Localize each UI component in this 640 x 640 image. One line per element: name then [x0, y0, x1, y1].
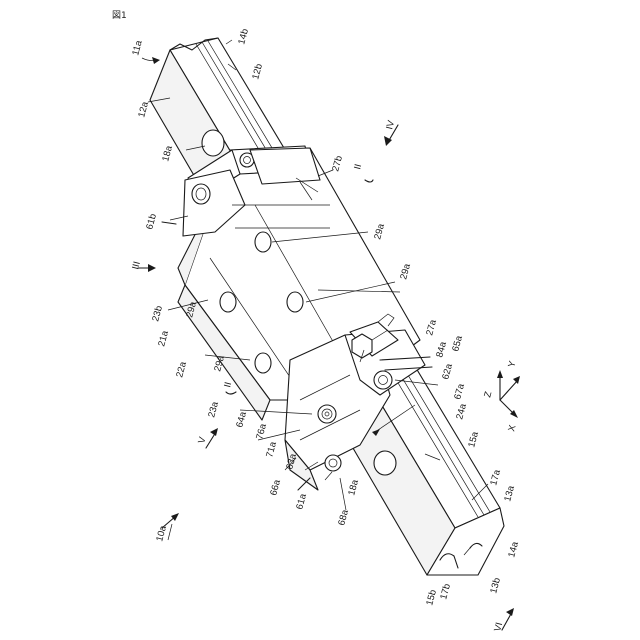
label-27a: 27a [424, 318, 439, 337]
label-61b: 61b [144, 213, 159, 231]
label-67a: 67a [452, 382, 467, 401]
label-64a: 64a [234, 410, 249, 429]
figure-title: 図1 [112, 10, 127, 21]
rail-mounting-hole [202, 130, 224, 156]
label-68a: 68a [336, 508, 351, 527]
label-Y: Y [506, 359, 518, 369]
label-17a: 17a [488, 468, 503, 487]
label-V: V [196, 435, 208, 445]
label-27b: 27b [330, 155, 345, 173]
label-29a-2: 29a [398, 262, 413, 281]
label-22a: 22a [174, 360, 189, 379]
bolt-head-icon [325, 455, 341, 471]
arrowhead-icon [152, 57, 160, 64]
label-23b: 23b [150, 305, 165, 323]
label-65a: 65a [450, 334, 465, 353]
end-plate-27b [250, 148, 320, 184]
reference-arrow-61b [162, 222, 176, 224]
label-66a: 66a [268, 478, 283, 497]
label-13a: 13a [502, 484, 517, 503]
view-arrow-II-top-icon [365, 180, 373, 182]
arrowhead-icon [497, 370, 503, 378]
seal-bolt-hole [192, 184, 210, 204]
label-II-bottom: II [222, 381, 234, 389]
label-61a: 61a [294, 492, 309, 511]
tap-hole-29a [220, 292, 236, 312]
tap-hole-29a [255, 232, 271, 252]
label-VI: VI [492, 621, 505, 633]
label-71a: 71a [264, 440, 279, 459]
tap-hole-29a [255, 353, 271, 373]
arrowhead-icon [148, 264, 156, 272]
axis-y-icon [500, 380, 518, 400]
view-arrow-II-bottom-icon [226, 392, 236, 394]
label-Z: Z [482, 390, 494, 399]
tap-hole-29a [287, 292, 303, 312]
arrowhead-icon [513, 376, 520, 384]
label-11a: 11a [130, 39, 145, 57]
label-21a: 21a [156, 329, 171, 348]
label-10a-underline [168, 524, 172, 540]
label-18a-bottom: 18a [346, 478, 361, 497]
bolt-head-icon [318, 405, 336, 423]
label-23a: 23a [206, 400, 221, 419]
label-III: III [130, 260, 143, 270]
hex-nut-icon [352, 334, 372, 358]
label-13b: 13b [488, 577, 503, 595]
axis-x-icon [500, 400, 514, 414]
label-14a: 14a [506, 540, 521, 559]
label-17b: 17b [438, 583, 453, 601]
label-12a: 12a [136, 100, 151, 119]
label-X: X [506, 423, 518, 433]
label-24a: 24a [454, 402, 469, 421]
rail-mounting-hole [374, 451, 396, 475]
label-29a-1: 29a [372, 222, 387, 241]
label-62a: 62a [440, 362, 455, 381]
label-10a: 10a [154, 524, 169, 543]
label-84a: 84a [434, 340, 449, 359]
label-II-top: II [352, 163, 364, 171]
label-14b: 14b [236, 28, 251, 46]
label-18a-top: 18a [160, 144, 175, 163]
label-15b: 15b [424, 589, 439, 607]
label-12b: 12b [250, 63, 265, 81]
coordinate-axes [497, 370, 520, 418]
label-15a: 15a [466, 430, 481, 449]
bolt-head-icon [374, 371, 392, 389]
